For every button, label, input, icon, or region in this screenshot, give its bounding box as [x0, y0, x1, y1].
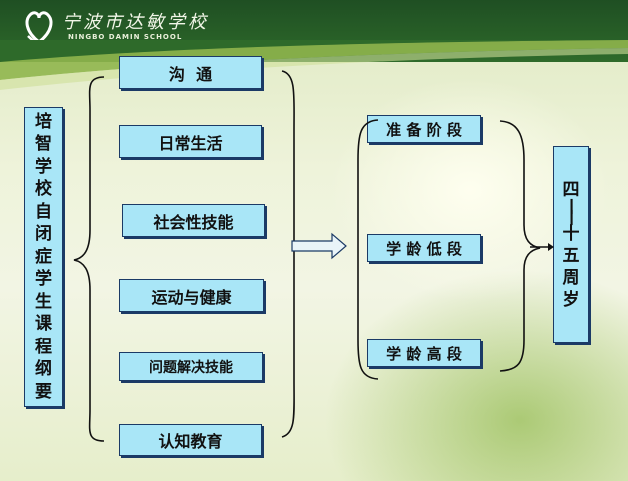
school-name-cn: 宁波市达敏学校 [62, 12, 209, 33]
age-range-label: 四——十五周岁 [562, 179, 582, 311]
stage-label: 学 龄 高 段 [386, 344, 462, 363]
vertical-char: 课 [35, 314, 52, 335]
category-label: 社会性技能 [153, 212, 234, 232]
left-brace [73, 76, 105, 442]
vertical-char: 四 [562, 179, 580, 200]
vertical-char: 要 [35, 381, 52, 402]
category-box: 运动与健康 [119, 279, 264, 312]
vertical-char: 培 [35, 111, 52, 132]
vertical-char: 校 [35, 179, 52, 200]
category-label: 问题解决技能 [149, 359, 233, 376]
category-label: 沟 通 [168, 64, 213, 84]
vertical-char: 周 [562, 267, 580, 288]
vertical-char: 学 [35, 269, 52, 290]
category-box: 问题解决技能 [119, 352, 263, 381]
category-box: 日常生活 [119, 125, 262, 158]
stage-label: 学 龄 低 段 [386, 239, 462, 258]
vertical-char: 闭 [35, 224, 52, 245]
stage-box: 学 龄 高 段 [367, 339, 481, 367]
stage-label: 准 备 阶 段 [386, 120, 462, 139]
vertical-char: 智 [35, 134, 52, 155]
category-box: 社会性技能 [122, 204, 265, 237]
stage-left-bracket [357, 119, 379, 380]
stage-box: 学 龄 低 段 [367, 234, 481, 262]
stage-box: 准 备 阶 段 [367, 115, 481, 143]
vertical-char: 五 [562, 245, 580, 266]
age-range-box: 四——十五周岁 [553, 146, 589, 343]
stage-right-brace [499, 120, 541, 372]
vertical-char: 十 [562, 223, 580, 244]
vertical-char: 岁 [562, 289, 580, 310]
vertical-char: 症 [35, 246, 52, 267]
school-name-en: NINGBO DAMIN SCHOOL [68, 33, 183, 41]
vertical-char: 程 [35, 336, 52, 357]
category-label: 运动与健康 [151, 287, 232, 307]
root-label-box: 培智学校自闭症学生课程纲要 [24, 107, 63, 407]
vertical-char: 学 [35, 156, 52, 177]
vertical-char: 自 [35, 201, 52, 222]
arrow-right-icon [291, 232, 347, 260]
category-label: 认知教育 [158, 432, 223, 451]
category-box: 认知教育 [119, 424, 262, 456]
category-label: 日常生活 [158, 133, 223, 153]
root-label: 培智学校自闭症学生课程纲要 [35, 111, 52, 404]
vertical-char: 生 [35, 291, 52, 312]
vertical-char: 纲 [35, 359, 52, 380]
age-arrow-head [548, 243, 554, 251]
category-box: 沟 通 [119, 56, 262, 89]
right-bracket [281, 70, 295, 438]
